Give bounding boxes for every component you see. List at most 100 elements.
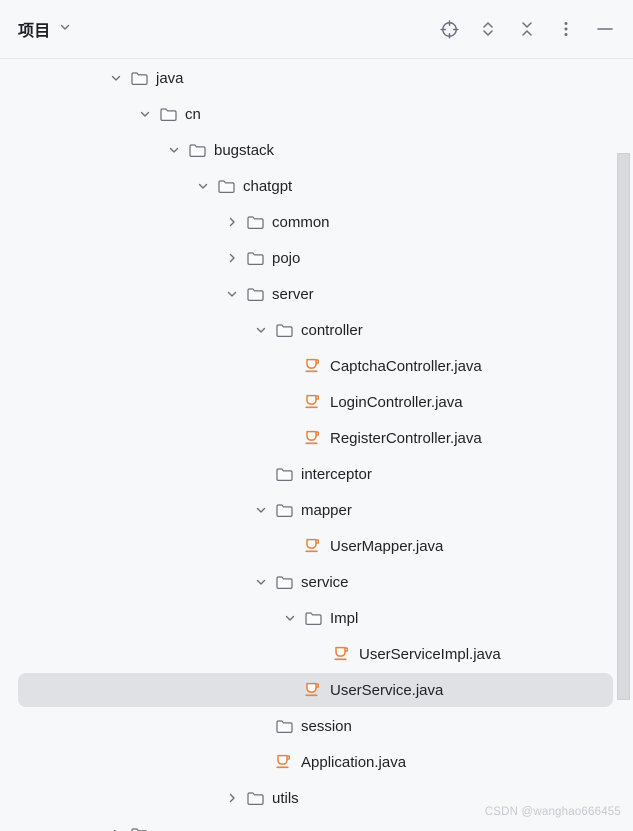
tree-item-server[interactable]: server [0, 276, 633, 312]
tree-item-label: cn [185, 105, 201, 123]
tree-item-label: session [301, 717, 352, 735]
indent-spacer [0, 258, 220, 259]
java-class-icon [304, 537, 322, 555]
chevron-right-icon [225, 251, 239, 265]
indent-spacer [0, 186, 191, 187]
tree-item-mapper[interactable]: mapper [0, 492, 633, 528]
hide-panel-button[interactable] [591, 15, 619, 43]
indent-spacer [0, 510, 249, 511]
tree-item-logincontroller-java[interactable]: LoginController.java [0, 384, 633, 420]
tree-item-captchacontroller-java[interactable]: CaptchaController.java [0, 348, 633, 384]
indent-spacer [0, 798, 220, 799]
tree-item-label: mapper [301, 501, 352, 519]
expand-toggle[interactable] [104, 822, 128, 831]
folder-icon-wrap [273, 571, 295, 593]
header-toolbar [435, 15, 619, 43]
indent-spacer [0, 654, 307, 655]
expand-toggle[interactable] [249, 570, 273, 594]
expand-toggle[interactable] [249, 318, 273, 342]
more-options-button[interactable] [552, 15, 580, 43]
folder-icon-wrap [273, 463, 295, 485]
tree-item-controller[interactable]: controller [0, 312, 633, 348]
tree-item-label: java [156, 69, 184, 87]
locate-icon [439, 19, 460, 40]
tree-item-java[interactable]: java [0, 60, 633, 96]
chevron-down-icon [58, 20, 72, 39]
java-class-icon [333, 645, 351, 663]
collapse-all-button[interactable] [513, 15, 541, 43]
expand-toggle[interactable] [220, 210, 244, 234]
indent-spacer [0, 294, 220, 295]
tree-item-service[interactable]: service [0, 564, 633, 600]
java-class-icon [304, 393, 322, 411]
tree-item-partial[interactable] [0, 816, 633, 831]
folder-icon-wrap [273, 319, 295, 341]
tree-item-utils[interactable]: utils [0, 780, 633, 816]
expand-toggle[interactable] [104, 66, 128, 90]
folder-icon-wrap [273, 499, 295, 521]
folder-icon [246, 250, 265, 267]
tree-item-usermapper-java[interactable]: UserMapper.java [0, 528, 633, 564]
folder-icon [130, 826, 149, 831]
watermark-text: CSDN @wanghao666455 [484, 806, 621, 818]
folder-icon [130, 70, 149, 87]
chevron-down-icon [254, 503, 268, 517]
expand-toggle[interactable] [191, 174, 215, 198]
chevron-down-icon [283, 611, 297, 625]
indent-spacer [0, 546, 278, 547]
tree-item-registercontroller-java[interactable]: RegisterController.java [0, 420, 633, 456]
tree-item-application-java[interactable]: Application.java [0, 744, 633, 780]
expand-toggle[interactable] [133, 102, 157, 126]
tree-item-bugstack[interactable]: bugstack [0, 132, 633, 168]
tree-item-chatgpt[interactable]: chatgpt [0, 168, 633, 204]
tree-item-impl[interactable]: Impl [0, 600, 633, 636]
folder-icon [275, 502, 294, 519]
tree-item-interceptor[interactable]: interceptor [0, 456, 633, 492]
chevron-spacer [307, 642, 331, 666]
tree-item-pojo[interactable]: pojo [0, 240, 633, 276]
indent-spacer [0, 366, 278, 367]
panel-header: 项目 [0, 0, 633, 59]
collapse-all-icon [517, 19, 537, 39]
tree-item-userserviceimpl-java[interactable]: UserServiceImpl.java [0, 636, 633, 672]
folder-icon-wrap [215, 175, 237, 197]
folder-icon [275, 322, 294, 339]
tree-item-label: UserService.java [330, 681, 444, 699]
chevron-spacer [278, 534, 302, 558]
indent-spacer [0, 762, 249, 763]
expand-toggle[interactable] [220, 282, 244, 306]
indent-spacer [0, 330, 249, 331]
chevron-down-icon [138, 107, 152, 121]
tree-item-label: CaptchaController.java [330, 357, 482, 375]
folder-icon [275, 466, 294, 483]
indent-spacer [0, 690, 278, 691]
project-view-selector[interactable]: 项目 [18, 17, 72, 41]
locate-button[interactable] [435, 15, 463, 43]
tree-item-session[interactable]: session [0, 708, 633, 744]
expand-toggle[interactable] [220, 246, 244, 270]
expand-toggle[interactable] [162, 138, 186, 162]
folder-icon [246, 214, 265, 231]
expand-all-button[interactable] [474, 15, 502, 43]
java-class-icon [304, 357, 322, 375]
scrollbar-thumb[interactable] [617, 153, 630, 700]
expand-all-icon [478, 19, 498, 39]
minus-icon [595, 19, 615, 39]
expand-toggle[interactable] [220, 786, 244, 810]
chevron-spacer [249, 750, 273, 774]
tree-item-label: Application.java [301, 753, 407, 771]
tree-item-userservice-java[interactable]: UserService.java [0, 672, 633, 708]
chevron-down-icon [58, 20, 72, 34]
indent-spacer [0, 150, 162, 151]
java-class-icon-wrap [302, 535, 324, 557]
folder-icon-wrap [244, 211, 266, 233]
tree-item-label: utils [272, 789, 299, 807]
tree-item-common[interactable]: common [0, 204, 633, 240]
chevron-down-icon [109, 71, 123, 85]
java-class-icon-wrap [273, 751, 295, 773]
expand-toggle[interactable] [249, 498, 273, 522]
expand-toggle[interactable] [278, 606, 302, 630]
tree-item-cn[interactable]: cn [0, 96, 633, 132]
java-class-icon-wrap [302, 427, 324, 449]
